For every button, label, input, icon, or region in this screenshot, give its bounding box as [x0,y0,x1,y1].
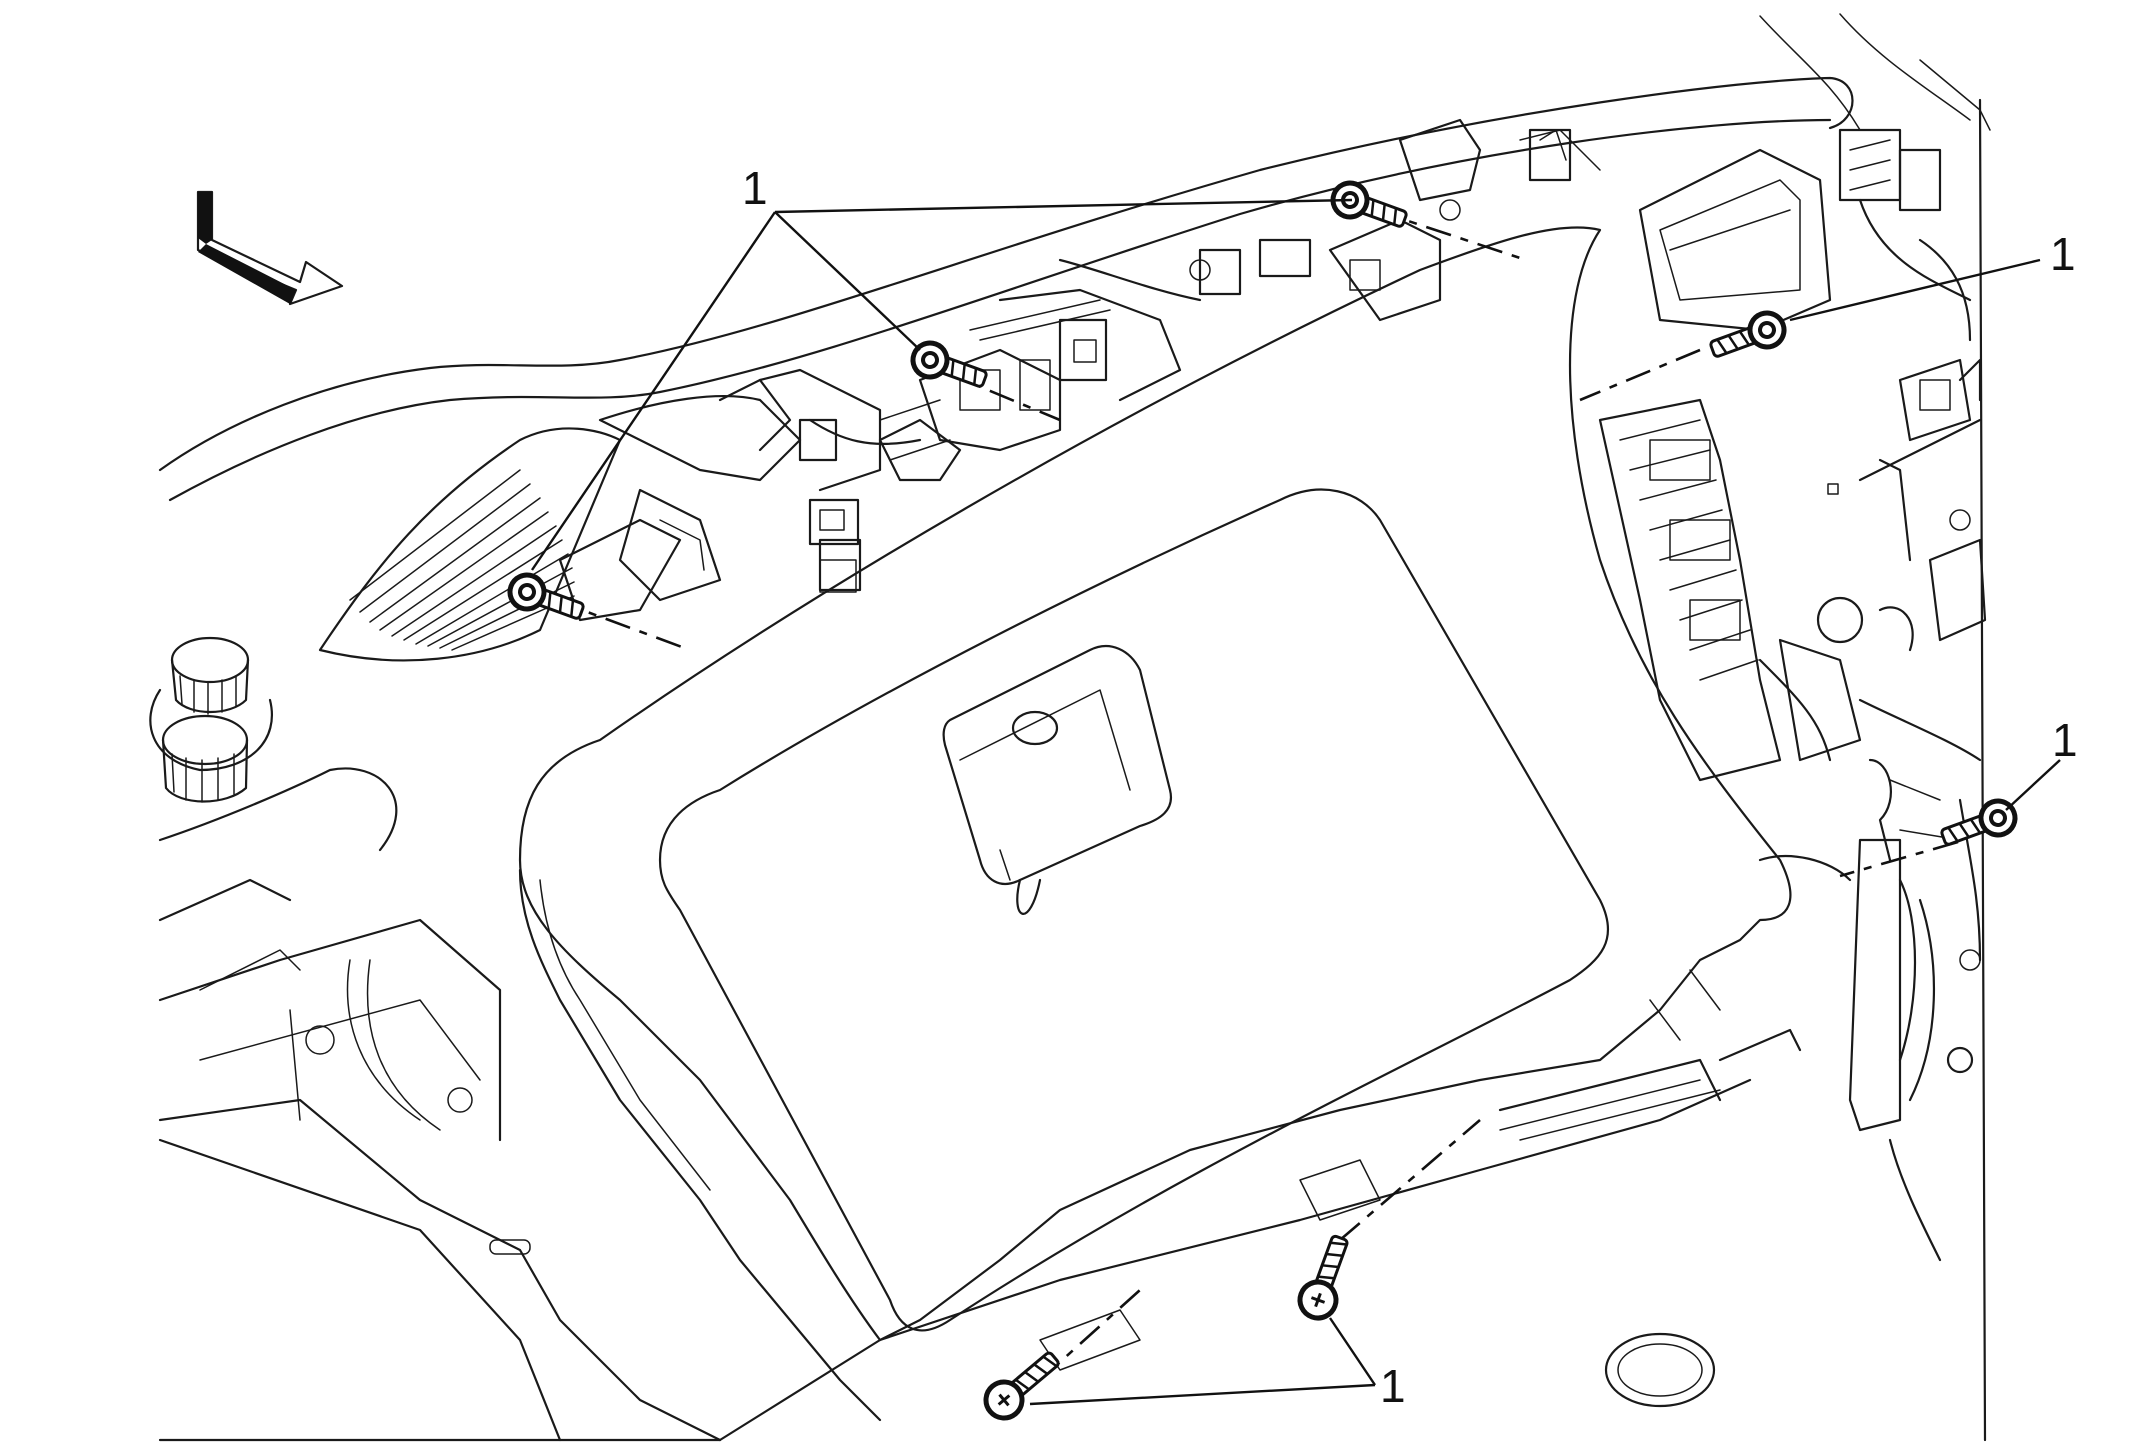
left-air-vent [318,427,622,662]
left-lower-structure [158,878,722,1442]
callout-label: 1 [742,162,768,214]
bolt-icon [1297,1234,1349,1321]
callout-label: 1 [2052,714,2078,766]
bolt-icon [910,340,988,388]
callout-label: 1 [1380,1360,1406,1412]
right-hvac-module [1598,128,1987,1262]
upper-brackets [558,118,1601,622]
bolt-icon [1330,180,1408,228]
lower-knee-area [718,1028,1802,1442]
callout-leaders [531,198,2061,1406]
direction-arrow-icon [196,190,344,306]
glove-box-assembly [518,226,1792,1422]
bolt-icon [983,1351,1060,1421]
dashboard-top-outline [158,13,1991,1442]
left-knob-lower [158,714,398,852]
bolt-icon [1940,798,2018,846]
bolt-icon [507,572,585,620]
callout-label: 1 [2050,228,2076,280]
bolt-icon [1709,310,1787,358]
left-knob-upper [149,636,273,772]
